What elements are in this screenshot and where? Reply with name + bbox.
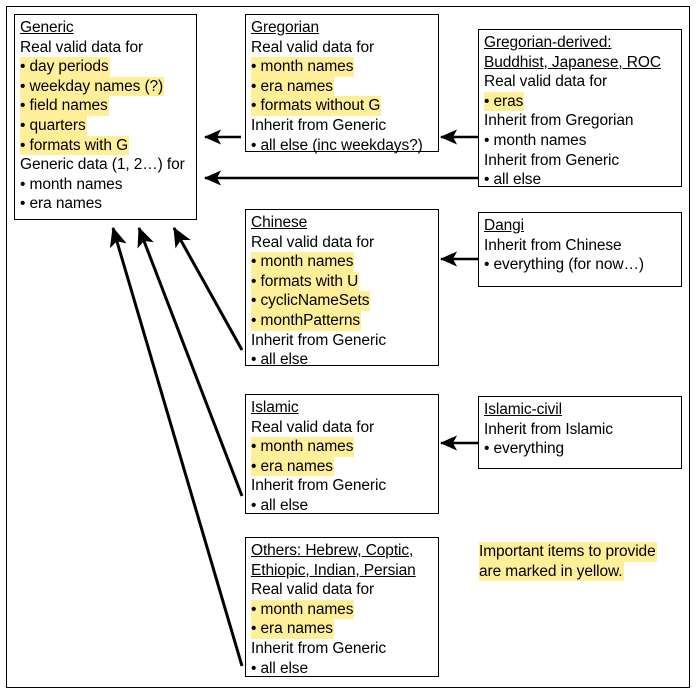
box-islamic-civil[interactable]: Islamic-civil Inherit from Islamic • eve…	[478, 396, 682, 469]
box-generic-line-8: • era names	[20, 195, 102, 213]
box-gregorian-derived-line-2: Inherit from Gregorian	[484, 112, 634, 130]
box-others-line-0: Real valid data for	[251, 581, 375, 599]
box-gregorian-derived[interactable]: Gregorian-derived: Buddhist, Japanese, R…	[478, 29, 682, 189]
box-islamic-line-1: • month names	[251, 437, 355, 457]
box-islamic-line-4: • all else	[251, 496, 308, 514]
box-others-line-2: • era names	[251, 619, 334, 639]
box-generic-line-6: Generic data (1, 2…) for	[20, 156, 185, 174]
box-gregorian-line-3: • formats without G	[251, 96, 382, 116]
box-generic-line-5: • formats with G	[20, 135, 130, 156]
box-dangi-line-1: • everything (for now…)	[484, 256, 644, 274]
box-dangi-line-0: Inherit from Chinese	[484, 236, 622, 254]
box-gregorian-derived-line-4: Inherit from Generic	[484, 151, 619, 169]
box-gregorian-title: Gregorian	[251, 19, 320, 36]
box-gregorian-line-1: • month names	[251, 57, 355, 77]
box-gregorian-derived-title2: Buddhist, Japanese, ROC	[484, 53, 661, 71]
box-islamic-line-2: • era names	[251, 456, 334, 477]
box-gregorian-line-2: • era names	[251, 76, 334, 97]
box-others-line-3: Inherit from Generic	[251, 639, 386, 657]
box-islamic[interactable]: Islamic Real valid data for • month name…	[245, 394, 439, 514]
box-gregorian-derived-title: Gregorian-derived:	[484, 34, 612, 51]
box-generic-line-4: • quarters	[20, 115, 87, 136]
box-chinese-line-4: • monthPatterns	[251, 310, 362, 331]
box-others-title2: Ethiopic, Indian, Persian	[251, 561, 416, 579]
box-gregorian-line-5: • all else (inc weekdays?)	[251, 136, 423, 154]
box-gregorian-derived-line-0: Real valid data for	[484, 73, 608, 91]
legend-line-2: are marked in yellow.	[479, 561, 624, 582]
box-generic-line-2: • weekday names (?)	[20, 76, 165, 97]
box-chinese-line-5: Inherit from Generic	[251, 331, 386, 349]
box-islamic-civil-line-0: Inherit from Islamic	[484, 420, 613, 438]
box-generic[interactable]: Generic Real valid data for • day period…	[14, 14, 197, 220]
box-chinese[interactable]: Chinese Real valid data for • month name…	[245, 209, 439, 369]
box-islamic-line-0: Real valid data for	[251, 418, 375, 436]
box-chinese-line-0: Real valid data for	[251, 233, 375, 251]
box-gregorian-line-4: Inherit from Generic	[251, 116, 386, 134]
box-gregorian[interactable]: Gregorian Real valid data for • month na…	[245, 14, 439, 154]
box-generic-title: Generic	[20, 19, 74, 36]
box-islamic-civil-title: Islamic-civil	[484, 401, 562, 418]
box-others-line-4: • all else	[251, 659, 308, 677]
page-border	[6, 6, 690, 688]
box-chinese-line-3: • cyclicNameSets	[251, 291, 371, 311]
legend-line-1: Important items to provide	[479, 542, 657, 562]
legend-note: Important items to provide are marked in…	[479, 542, 679, 582]
box-islamic-civil-line-1: • everything	[484, 440, 565, 458]
box-chinese-line-6: • all else	[251, 351, 308, 369]
box-gregorian-derived-line-5: • all else	[484, 171, 541, 189]
box-generic-line-1: • day periods	[20, 57, 110, 77]
box-chinese-line-1: • month names	[251, 252, 355, 272]
box-islamic-title: Islamic	[251, 399, 299, 416]
box-islamic-line-3: Inherit from Generic	[251, 477, 386, 495]
box-generic-line-3: • field names	[20, 96, 109, 116]
box-others-title: Others: Hebrew, Coptic,	[251, 542, 414, 559]
box-generic-line-0: Real valid data for	[20, 38, 144, 56]
box-others[interactable]: Others: Hebrew, Coptic, Ethiopic, Indian…	[245, 537, 439, 677]
box-others-line-1: • month names	[251, 599, 355, 620]
box-generic-line-7: • month names	[20, 175, 123, 193]
box-chinese-title: Chinese	[251, 214, 308, 231]
box-gregorian-derived-line-1: • eras	[484, 91, 525, 112]
box-dangi-title: Dangi	[484, 217, 524, 234]
box-gregorian-line-0: Real valid data for	[251, 38, 375, 56]
box-chinese-line-2: • formats with U	[251, 271, 360, 292]
box-gregorian-derived-line-3: • month names	[484, 131, 587, 149]
box-dangi[interactable]: Dangi Inherit from Chinese • everything …	[478, 212, 682, 287]
